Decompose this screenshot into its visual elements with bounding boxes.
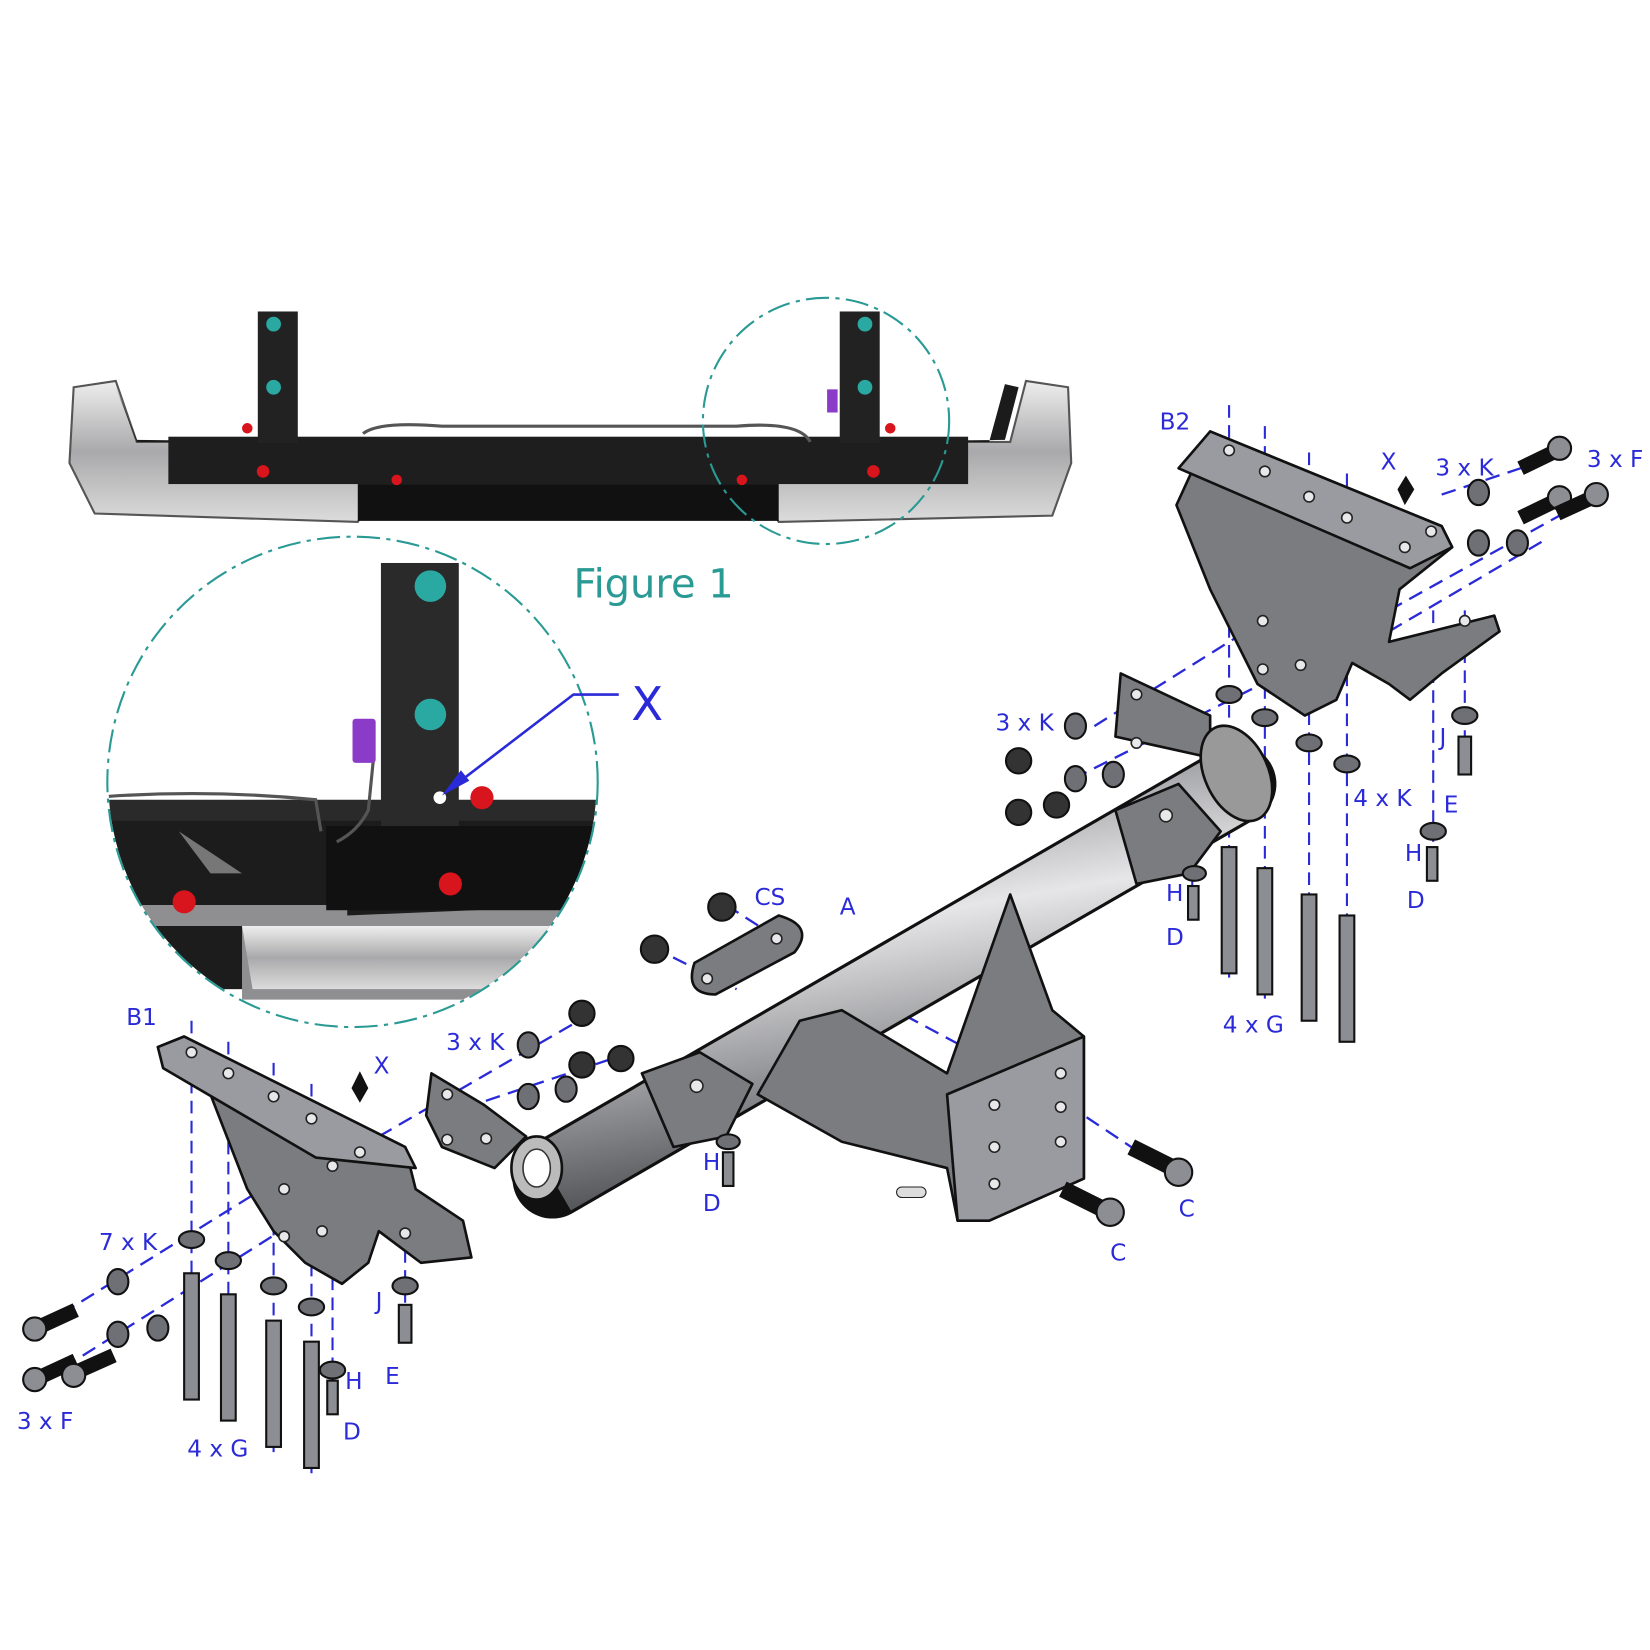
- bracket-b2: [1175, 430, 1501, 717]
- label-d: D: [1166, 925, 1184, 951]
- label-qty: 3 x F: [17, 1409, 73, 1435]
- fasteners: [22, 435, 1609, 1470]
- teal-markers: [266, 316, 873, 395]
- label-a: A: [840, 894, 856, 920]
- label-e: E: [385, 1364, 400, 1390]
- label-h: H: [345, 1369, 362, 1395]
- label-x: X: [374, 1053, 390, 1079]
- leader-line: [451, 693, 619, 789]
- label-qty: 3 x K: [995, 710, 1054, 736]
- label-b2: B2: [1160, 409, 1191, 435]
- label-d: D: [1407, 888, 1425, 914]
- detail-label: X: [631, 677, 663, 731]
- label-c: C: [1179, 1196, 1195, 1222]
- label-qty: 4 x G: [1223, 1012, 1284, 1038]
- figure-caption: Figure 1: [574, 562, 734, 608]
- arrow-icon: [441, 770, 470, 796]
- label-qty: 4 x K: [1353, 786, 1412, 812]
- label-h: H: [703, 1150, 720, 1176]
- clip-x-icon: [1397, 475, 1415, 506]
- label-qty: 3 x F: [1587, 447, 1643, 473]
- label-h: H: [1405, 841, 1422, 867]
- label-b1: B1: [126, 1005, 157, 1031]
- label-d: D: [343, 1420, 361, 1446]
- plate-cs: [690, 914, 804, 996]
- label-qty: 3 x K: [1435, 456, 1494, 482]
- label-cs: CS: [754, 885, 785, 911]
- label-c: C: [1110, 1241, 1126, 1267]
- crossbar-a: [424, 672, 1277, 1222]
- label-qty: 7 x K: [99, 1230, 158, 1256]
- label-j: J: [1438, 725, 1447, 751]
- label-e: E: [1444, 792, 1459, 818]
- rear-bumper: [68, 296, 1073, 546]
- label-x: X: [1381, 449, 1397, 475]
- label-qty: 3 x K: [446, 1030, 505, 1056]
- label-qty: 4 x G: [187, 1436, 248, 1462]
- clip-x-icon: [351, 1071, 369, 1103]
- red-markers: [242, 423, 896, 486]
- detail-callout-circle: [701, 296, 951, 546]
- label-j: J: [374, 1289, 383, 1315]
- detail-view-x: X: [106, 535, 663, 1029]
- bracket-b1: [156, 1035, 473, 1286]
- label-h: H: [1166, 881, 1183, 907]
- label-d: D: [703, 1191, 721, 1217]
- part-labels: B2 X 3 x K 3 x F 3 x K J E 4 x K H D H D…: [17, 409, 1643, 1462]
